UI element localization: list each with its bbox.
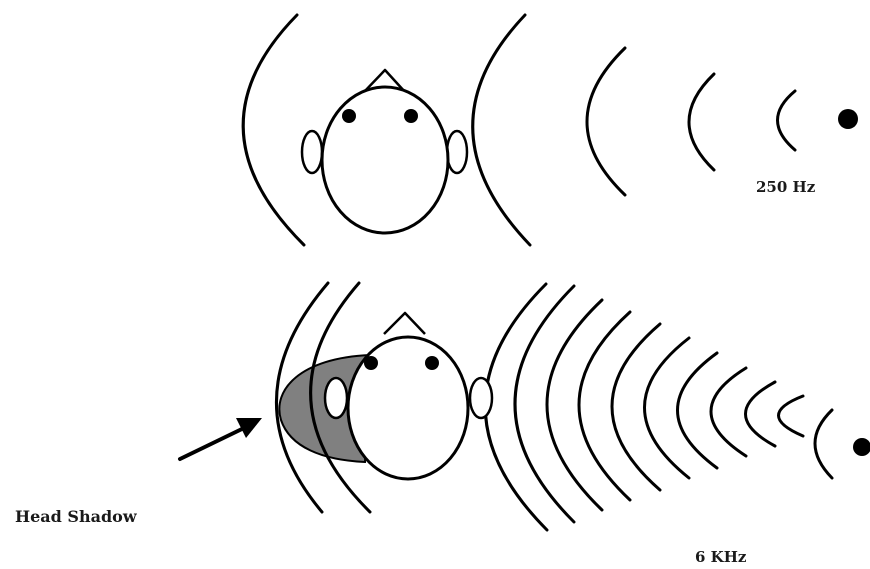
arrow-icon	[180, 418, 262, 459]
sound-wave-arc	[473, 15, 530, 245]
sound-wave-arc	[746, 382, 776, 446]
sound-wave-arc	[778, 91, 796, 150]
sound-wave-arc	[689, 74, 714, 170]
left-ear-icon	[302, 131, 322, 173]
high-frequency-label: 6 KHz	[695, 548, 747, 566]
sound-wave-arc	[243, 15, 304, 245]
head-shadow-label: Head Shadow	[15, 507, 138, 526]
right-ear-icon	[447, 131, 467, 173]
right-eye-icon	[425, 356, 439, 370]
sound-wave-arc	[612, 324, 660, 490]
sound-wave-arc	[815, 410, 832, 478]
low-frequency-label: 250 Hz	[756, 178, 816, 196]
sound-wave-arc	[587, 48, 625, 195]
listener-head-top	[302, 70, 467, 233]
sound-wave-arc	[711, 368, 746, 456]
head-icon	[322, 87, 448, 233]
right-ear-icon	[470, 378, 492, 418]
sound-wave-arc	[515, 286, 574, 522]
sound-source-icon	[838, 109, 858, 129]
nose-icon	[384, 313, 425, 334]
left-ear-icon	[325, 378, 347, 418]
right-eye-icon	[404, 109, 418, 123]
sound-wave-arc	[645, 338, 690, 478]
left-eye-icon	[364, 356, 378, 370]
sound-wave-arc	[579, 312, 630, 500]
sound-source-icon	[853, 438, 870, 456]
sound-wave-arc	[779, 396, 804, 436]
sound-wave-arc	[547, 300, 602, 510]
left-eye-icon	[342, 109, 356, 123]
